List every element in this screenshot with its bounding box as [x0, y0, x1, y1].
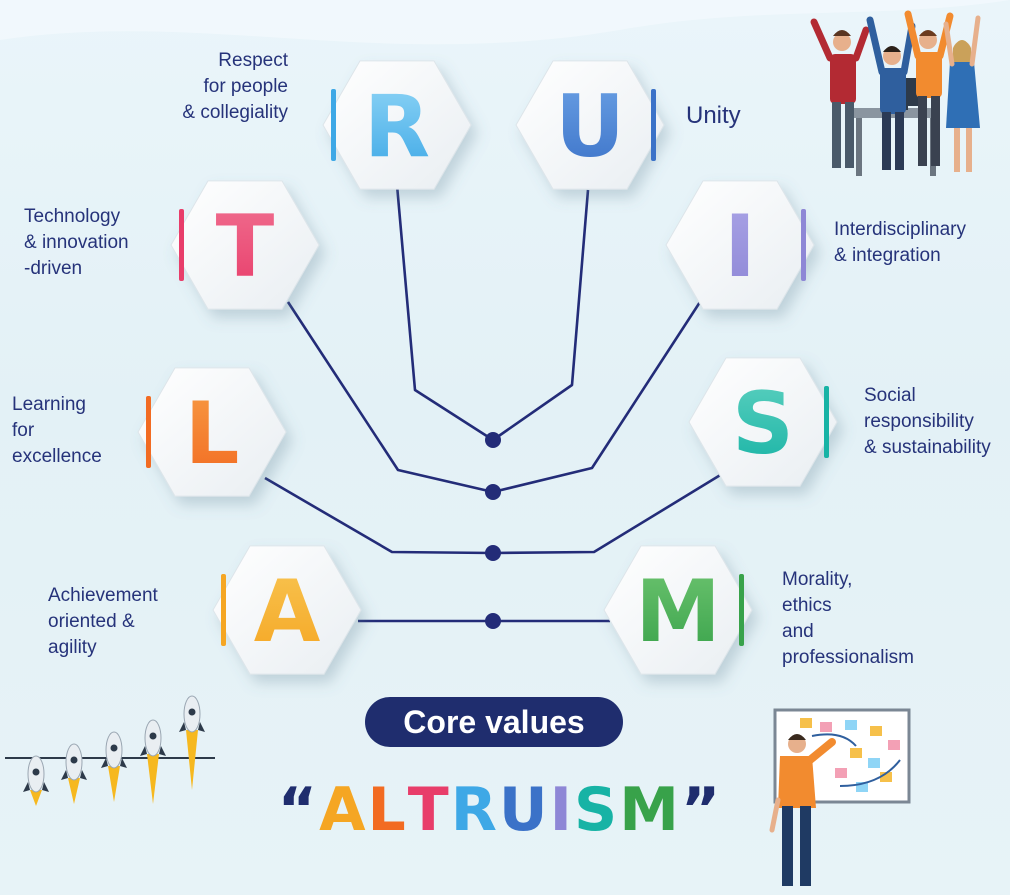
headline-letter: T	[407, 775, 451, 845]
accent-bar	[221, 574, 226, 646]
hexagon-letter-i: I	[724, 197, 756, 297]
connector-r-u	[395, 184, 590, 442]
accent-bar	[179, 209, 184, 281]
label-unity: Unity	[686, 102, 741, 129]
hexagon-shape	[688, 357, 838, 487]
person-at-whiteboard-illustration	[769, 708, 911, 886]
label-achievement: Achievement oriented & agility	[48, 585, 158, 658]
headline-letter: A	[319, 775, 368, 845]
accent-bar	[651, 89, 656, 161]
hexagon-s: S	[688, 357, 838, 487]
hexagon-r: R	[322, 60, 472, 190]
junction-dot	[485, 545, 501, 561]
headline-letters: ALTRUISM	[319, 770, 681, 850]
hexagon-letter-t: T	[216, 197, 275, 297]
hexagon-t: T	[170, 180, 320, 310]
junction-dot	[485, 432, 501, 448]
label-technology: Technology & innovation -driven	[24, 206, 129, 279]
hexagon-shape	[603, 545, 753, 675]
accent-bar	[739, 574, 744, 646]
hexagon-letter-l: L	[185, 384, 240, 484]
rocket-icon	[101, 731, 127, 802]
headline-letter: R	[450, 775, 499, 845]
hexagon-u: U	[515, 60, 665, 190]
hexagon-shape	[515, 60, 665, 190]
accent-bar	[824, 386, 829, 458]
hexagon-a: A	[212, 545, 362, 675]
rocket-icon	[61, 743, 87, 804]
label-morality: Morality, ethics and professionalism	[782, 569, 914, 668]
background-swoosh	[0, 0, 1010, 45]
connector-t-i	[286, 301, 702, 494]
label-learning: Learning for excellence	[12, 394, 102, 467]
junction-dot	[485, 484, 501, 500]
team-celebrating-illustration	[810, 10, 981, 176]
accent-bar	[331, 89, 336, 161]
headline-letter: M	[619, 775, 681, 845]
rocket-icon	[179, 695, 205, 790]
close-quote: ”	[680, 775, 723, 845]
accent-bar	[146, 396, 151, 468]
core-values-badge: Core values	[365, 697, 623, 747]
label-respect: Respect for people & collegiality	[182, 50, 288, 123]
accent-bar	[801, 209, 806, 281]
hexagon-letter-r: R	[364, 77, 430, 177]
hexagon-shape	[322, 60, 472, 190]
headline-letter: S	[573, 775, 620, 845]
rocket-icon	[23, 755, 49, 806]
headline-letter: L	[367, 775, 408, 845]
connector-lines	[264, 184, 723, 629]
hexagon-i: I	[665, 180, 815, 310]
hexagon-letter-a: A	[254, 562, 321, 662]
hexagon-letter-u: U	[555, 77, 625, 177]
value-hexagons: R U T I L S A M	[137, 60, 838, 675]
open-quote: “	[277, 775, 320, 845]
headline-letter: I	[549, 775, 574, 845]
hexagon-shape	[212, 545, 362, 675]
hexagon-l: L	[137, 367, 287, 497]
hexagon-letter-s: S	[732, 374, 794, 474]
altruism-headline: “ALTRUISM”	[260, 770, 740, 850]
label-social: Social responsibility & sustainability	[864, 385, 991, 458]
hexagon-shape	[665, 180, 815, 310]
rocket-icon	[140, 719, 166, 804]
hexagon-shape	[137, 367, 287, 497]
junction-dot	[485, 613, 501, 629]
rockets-launching-illustration	[5, 695, 215, 806]
hexagon-m: M	[603, 545, 753, 675]
headline-letter: U	[498, 775, 550, 845]
hexagon-shape	[170, 180, 320, 310]
hexagon-letter-m: M	[635, 562, 721, 662]
label-interdisciplinary: Interdisciplinary & integration	[834, 219, 966, 266]
